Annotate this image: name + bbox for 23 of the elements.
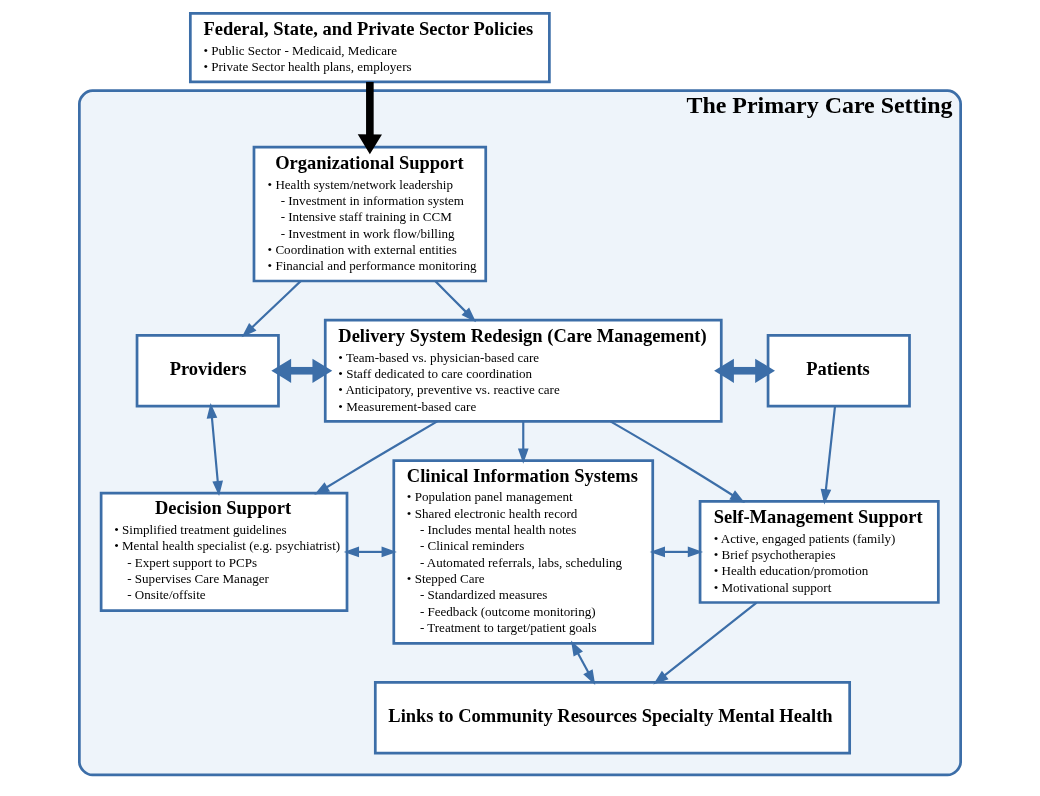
node-box: Patients	[766, 333, 911, 407]
arrow	[714, 358, 775, 383]
arrow	[434, 279, 477, 322]
node-box: Delivery System Redesign (Care Management) • Team-based vs. physician-based care • Staff dedicated to care coordination • Anticipatory, preventive vs. reactive care • Measurement-based care	[323, 318, 723, 423]
node-box: Clinical Information Systems • Population panel management • Shared electronic health record - Includes mental health notes - Clinical reminders - Automated referrals, labs, scheduling • Stepped Care - Standardized measures - Feedback (outcome monitoring) - Treatment to target/patient goals	[392, 458, 655, 645]
arrow	[820, 405, 837, 504]
node-box: Self-Management Support • Active, engaged patients (family) • Brief psychotherapies • Health education/promotion • Motivational support	[698, 499, 940, 604]
arrow	[271, 358, 333, 383]
node-box: Organizational Support • Health system/network leadership - Investment in information system - Intensive staff training in CCM - Investment in work flow/billing • Coordination with external entities • Financial and performance monitoring	[252, 145, 488, 282]
node-box: Federal, State, and Private Sector Policies • Public Sector - Medicaid, Medicare • Private Sector health plans, employers	[189, 11, 551, 83]
node-box: Decision Support • Simplified treatment guidelines • Mental health specialist (e.g. psychiatrist) - Expert support to PCPs - Supervises Care Manager - Onsite/offsite	[99, 491, 349, 612]
arrow	[517, 421, 529, 464]
arrow	[206, 402, 224, 496]
arrow	[653, 601, 758, 684]
arrow	[357, 81, 382, 154]
arrow	[571, 640, 596, 685]
arrow	[241, 279, 302, 337]
arrow	[314, 419, 438, 495]
node-box: Providers	[135, 333, 280, 407]
arrow	[649, 546, 704, 557]
node-box: Links to Community Resources Specialty Mental Health	[373, 680, 851, 755]
arrow	[609, 419, 746, 503]
arrow	[343, 546, 397, 557]
